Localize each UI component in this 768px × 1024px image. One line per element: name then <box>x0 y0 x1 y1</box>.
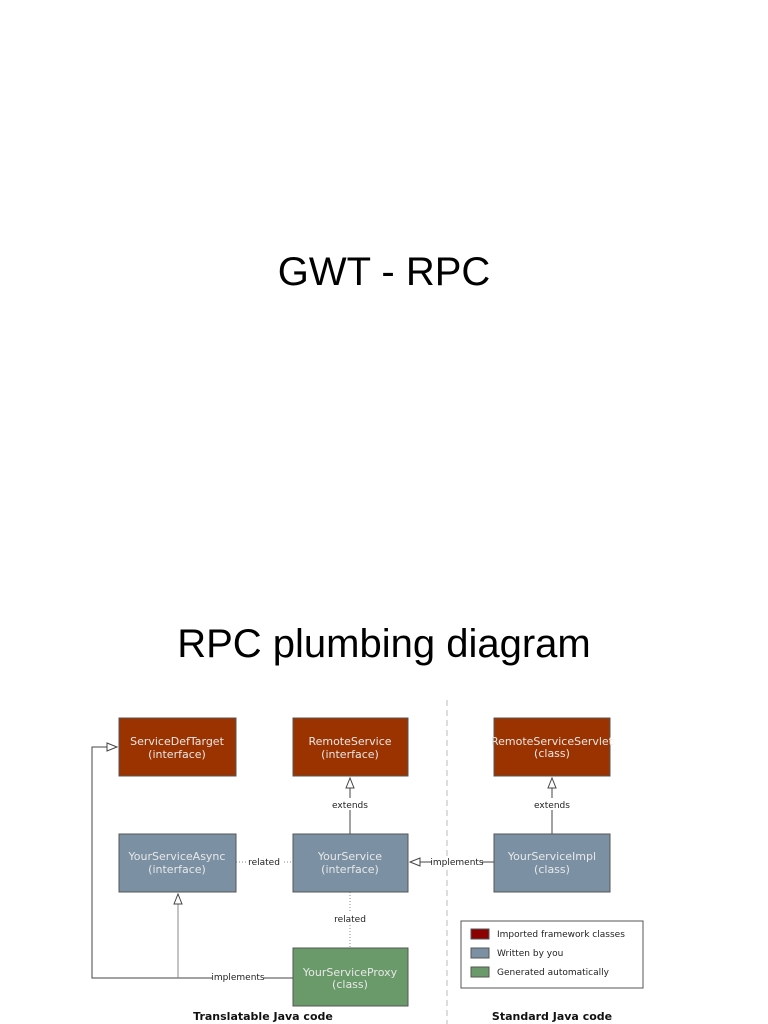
legend-swatch-written <box>470 947 490 959</box>
svg-text:YourServiceImpl: YourServiceImpl <box>507 850 596 863</box>
legend-imported: Imported framework classes <box>497 930 625 940</box>
svg-text:YourServiceProxy: YourServiceProxy <box>302 966 398 979</box>
svg-text:(interface): (interface) <box>148 748 206 761</box>
svg-text:YourServiceAsync: YourServiceAsync <box>128 850 226 863</box>
node-yourserviceimpl: YourServiceImpl (class) <box>493 833 611 893</box>
svg-text:(class): (class) <box>534 863 570 876</box>
svg-text:(interface): (interface) <box>321 748 379 761</box>
legend-written: Written by you <box>497 949 563 959</box>
legend-swatch-imported <box>470 928 490 940</box>
node-remoteservice: RemoteService (interface) <box>292 717 409 777</box>
svg-text:YourService: YourService <box>317 850 382 863</box>
node-yourservice: YourService (interface) <box>292 833 409 893</box>
node-remoteserviceservlet: RemoteServiceServlet (class) <box>491 717 614 777</box>
slide-title-1: GWT - RPC <box>277 250 491 294</box>
edge-label-extends-2: extends <box>534 801 570 811</box>
svg-text:ServiceDefTarget: ServiceDefTarget <box>130 735 224 748</box>
edge-label-extends: extends <box>332 801 368 811</box>
edge-label-implements: implements <box>430 858 484 868</box>
section-label-translatable: Translatable Java code <box>193 1010 333 1023</box>
svg-text:(class): (class) <box>534 747 570 760</box>
svg-text:(interface): (interface) <box>148 863 206 876</box>
legend: Imported framework classes Written by yo… <box>460 920 644 989</box>
legend-generated: Generated automatically <box>497 968 610 978</box>
node-yourserviceproxy: YourServiceProxy (class) <box>292 947 409 1007</box>
edge-label-implements-2: implements <box>211 973 265 983</box>
edge-label-related-2: related <box>334 915 366 925</box>
section-label-standard: Standard Java code <box>492 1010 612 1023</box>
node-yourserviceasync: YourServiceAsync (interface) <box>118 833 237 893</box>
legend-swatch-generated <box>470 966 490 978</box>
edge-implements-servicedeftarget <box>91 747 293 979</box>
svg-text:RemoteServiceServlet: RemoteServiceServlet <box>491 735 614 748</box>
svg-text:RemoteService: RemoteService <box>308 735 391 748</box>
slide-title-2: RPC plumbing diagram <box>177 622 591 666</box>
node-servicedeftarget: ServiceDefTarget (interface) <box>118 717 237 777</box>
edge-label-related: related <box>248 858 280 868</box>
svg-text:(interface): (interface) <box>321 863 379 876</box>
svg-text:(class): (class) <box>332 978 368 991</box>
